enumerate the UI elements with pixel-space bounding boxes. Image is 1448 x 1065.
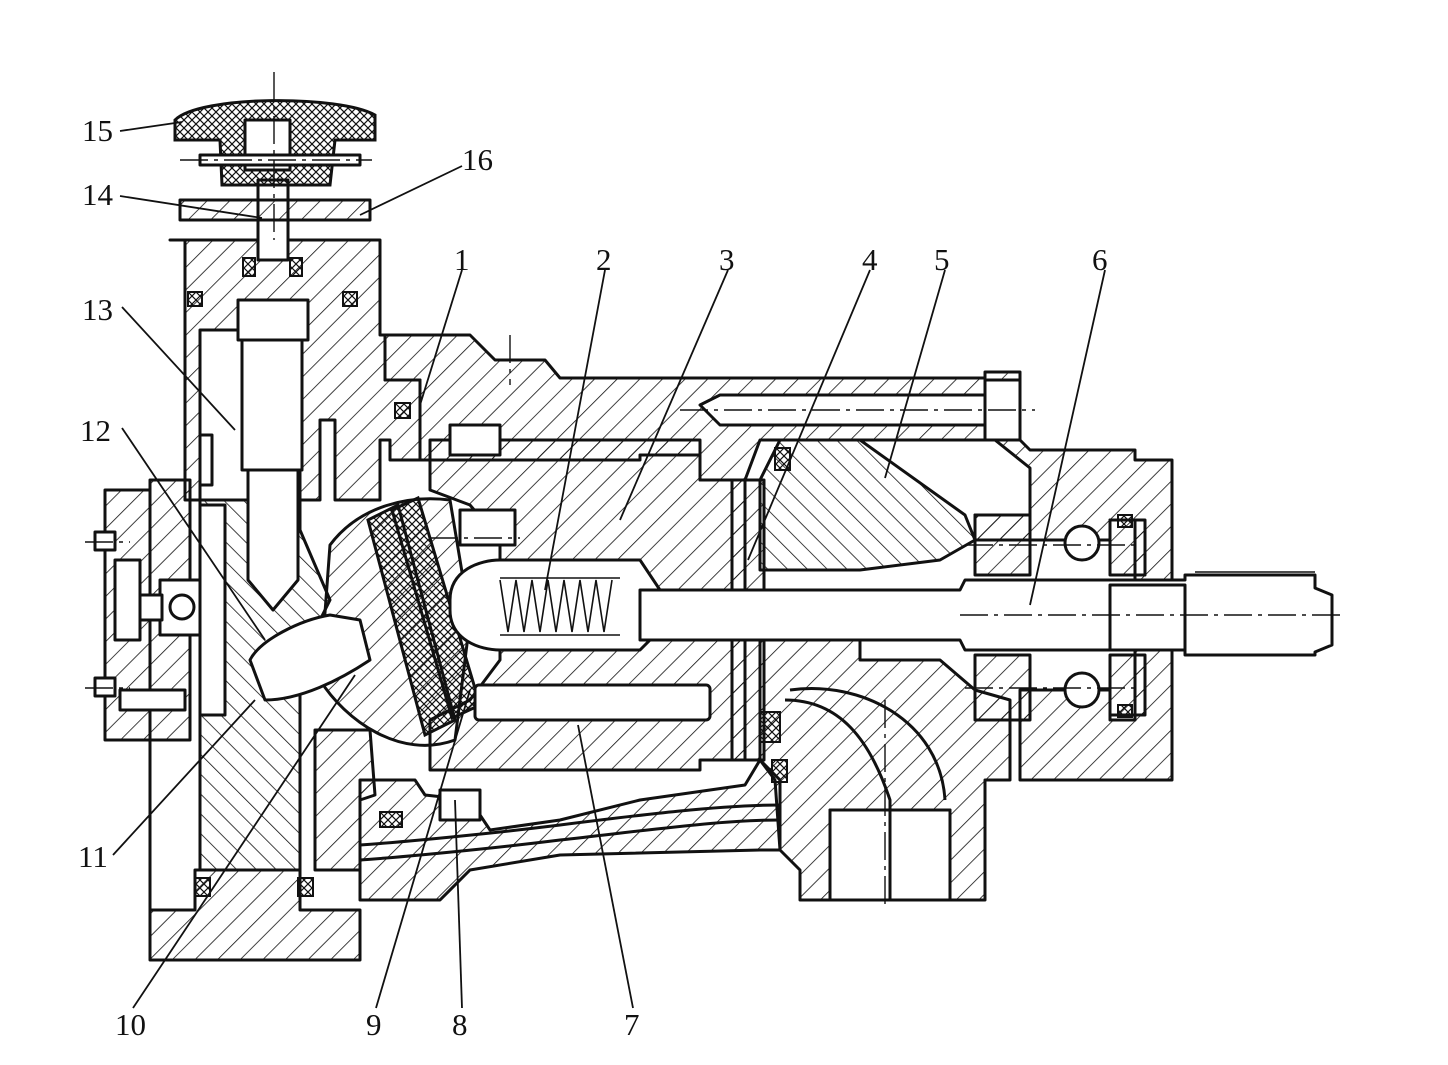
- label-6: 6: [1092, 242, 1108, 277]
- label-8: 8: [452, 1007, 468, 1042]
- part-labels: 1 2 3 4 5 6 7 8 9 10 11 12 13 14 15 16: [78, 113, 1108, 1042]
- end-cap: [93, 488, 202, 742]
- label-3: 3: [719, 242, 735, 277]
- label-10: 10: [115, 1007, 146, 1042]
- o-ring-seals: [194, 402, 791, 897]
- label-16: 16: [462, 142, 493, 177]
- cylinder-block: [428, 423, 747, 822]
- label-15: 15: [82, 113, 113, 148]
- label-9: 9: [366, 1007, 382, 1042]
- label-7: 7: [624, 1007, 640, 1042]
- label-13: 13: [82, 292, 113, 327]
- label-14: 14: [82, 177, 114, 212]
- label-1: 1: [454, 242, 470, 277]
- centre-lines: [85, 72, 1340, 910]
- handwheel: [173, 99, 377, 187]
- label-2: 2: [596, 242, 612, 277]
- label-4: 4: [862, 242, 878, 277]
- label-11: 11: [78, 839, 108, 874]
- label-12: 12: [80, 413, 111, 448]
- leader-lines: [112, 121, 1106, 1009]
- lock-nut: [178, 198, 372, 222]
- lower-body: [358, 758, 782, 902]
- label-5: 5: [934, 242, 950, 277]
- swash-plate: [248, 495, 482, 747]
